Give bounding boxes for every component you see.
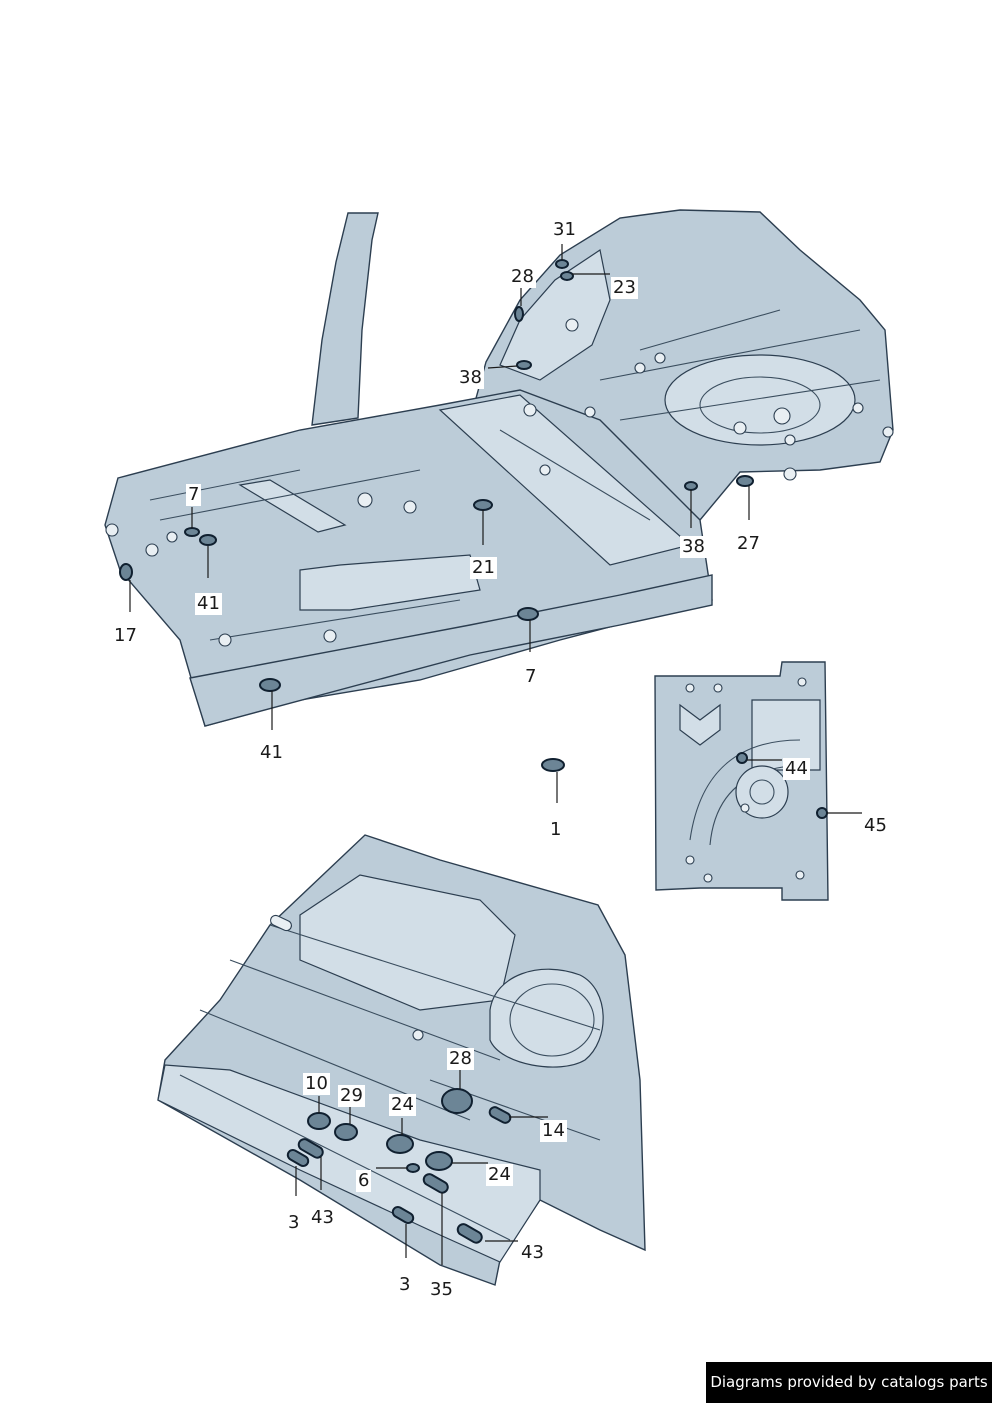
front-body-assembly xyxy=(157,834,646,1286)
plugs xyxy=(119,259,828,1244)
plug-38-lower xyxy=(684,481,698,491)
callout-17: 17 xyxy=(112,625,139,647)
callout-10: 10 xyxy=(303,1073,330,1095)
callout-7-left: 7 xyxy=(186,484,202,506)
plug-14 xyxy=(488,1106,512,1124)
front-body-detail-lines xyxy=(179,924,601,1241)
callout-21: 21 xyxy=(470,557,497,579)
callout-41-left: 41 xyxy=(195,593,222,615)
callout-28-lower: 28 xyxy=(447,1048,474,1070)
callout-24-upper: 24 xyxy=(389,1094,416,1116)
plug-28-upper xyxy=(514,306,524,322)
plug-24-lower xyxy=(425,1151,453,1171)
callout-31: 31 xyxy=(551,219,578,241)
windscreen-frame xyxy=(299,874,516,1011)
callout-23: 23 xyxy=(611,277,638,299)
plug-43-left xyxy=(297,1138,324,1159)
plug-28-lower xyxy=(441,1088,473,1114)
side-panel-bracket xyxy=(679,703,721,746)
callout-24-lower: 24 xyxy=(486,1164,513,1186)
front-body-hole xyxy=(412,1029,424,1041)
callout-7-sill: 7 xyxy=(523,666,539,688)
callout-3-left: 3 xyxy=(286,1212,302,1234)
plug-38-upper xyxy=(516,360,532,370)
plug-3-right xyxy=(391,1206,415,1224)
front-body-slot xyxy=(270,914,292,932)
callout-41-sill: 41 xyxy=(258,742,285,764)
plug-31 xyxy=(555,259,569,269)
floor-detail-lines xyxy=(149,309,881,641)
plug-7-sill xyxy=(517,607,539,621)
spare-wheel-well xyxy=(664,354,856,446)
callout-43-right: 43 xyxy=(519,1242,546,1264)
leader-lines xyxy=(129,244,862,1265)
callout-44: 44 xyxy=(783,758,810,780)
callout-29: 29 xyxy=(338,1085,365,1107)
rear-crossmember xyxy=(299,554,481,611)
callout-35: 35 xyxy=(428,1279,455,1301)
plug-21 xyxy=(473,499,493,511)
plug-6 xyxy=(406,1163,420,1173)
plug-1 xyxy=(541,758,565,772)
spare-wheel-well-inner xyxy=(699,376,821,434)
plug-41-left xyxy=(199,534,217,546)
callout-1: 1 xyxy=(548,819,564,841)
diagram-credit: Diagrams provided by catalogs parts xyxy=(706,1362,992,1403)
plug-29 xyxy=(334,1123,358,1141)
plug-3-left xyxy=(286,1149,310,1167)
front-crossmember xyxy=(238,479,347,533)
callout-45: 45 xyxy=(862,815,889,837)
plug-23 xyxy=(560,271,574,281)
plug-35 xyxy=(422,1173,449,1194)
floor-pan-assembly xyxy=(104,209,894,727)
callout-38-upper: 38 xyxy=(457,367,484,389)
plug-41-sill xyxy=(259,678,281,692)
side-panel-disc-inner xyxy=(749,779,775,805)
side-panel-recess xyxy=(751,699,821,771)
plug-45 xyxy=(816,807,828,819)
callout-27: 27 xyxy=(735,533,762,555)
callout-28-upper: 28 xyxy=(509,266,536,288)
callout-3-right: 3 xyxy=(397,1274,413,1296)
plug-43-right xyxy=(456,1223,483,1244)
a-pillar xyxy=(311,212,379,426)
side-panel-assembly xyxy=(654,661,829,901)
callout-14: 14 xyxy=(540,1120,567,1142)
lower-plenum xyxy=(157,1064,541,1263)
plug-44 xyxy=(736,752,748,764)
floor-holes xyxy=(105,318,894,647)
callout-43-left: 43 xyxy=(309,1207,336,1229)
side-panel-holes xyxy=(685,677,807,883)
plug-24-upper xyxy=(386,1134,414,1154)
plug-17 xyxy=(119,563,133,581)
plug-7-left xyxy=(184,527,200,537)
plug-10 xyxy=(307,1112,331,1130)
callout-6: 6 xyxy=(356,1170,372,1192)
rear-wheel-arch xyxy=(499,249,611,381)
callout-38-lower: 38 xyxy=(680,536,707,558)
plug-27 xyxy=(736,475,754,487)
strut-tower-ring xyxy=(509,983,595,1057)
strut-tower xyxy=(489,968,604,1068)
side-panel-disc xyxy=(735,765,789,819)
